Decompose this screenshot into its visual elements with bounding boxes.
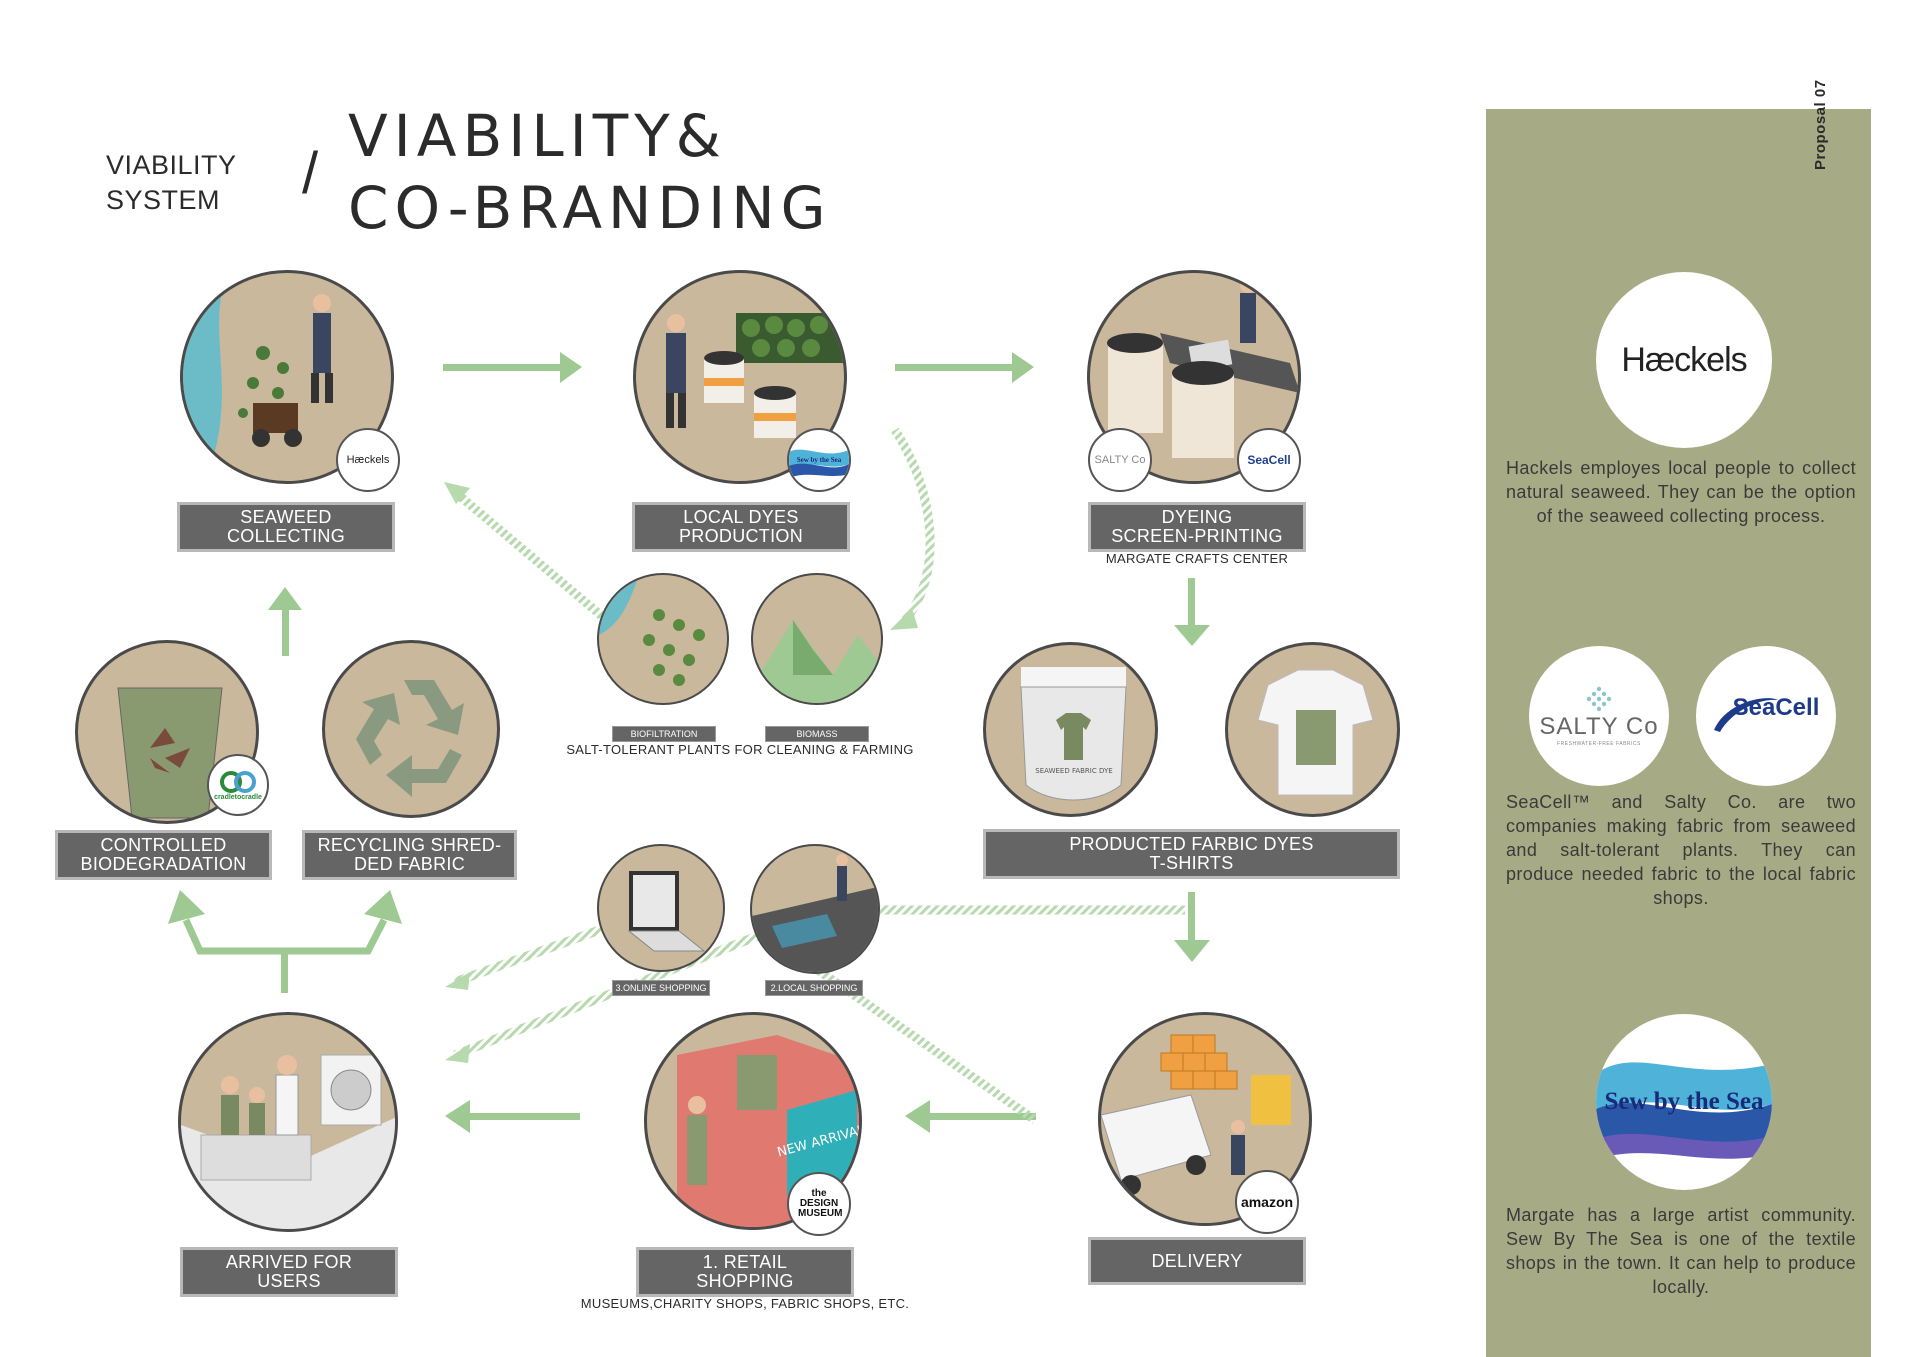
sew-by-the-sea-badge: Sew by the Sea	[787, 428, 851, 492]
arrow-users-split	[168, 890, 402, 993]
tshirt-icon	[1228, 645, 1400, 817]
sew-by-the-sea-logo: Sew by the Sea	[1596, 1014, 1772, 1190]
recycle-icon	[325, 643, 500, 818]
connector-plants-to-collect	[455, 492, 604, 618]
seacell-salty-description: SeaCell™ and Salty Co. are two companies…	[1506, 790, 1856, 910]
arrow-collect-to-dyes	[443, 352, 582, 383]
cradle-loop-icon	[218, 770, 258, 794]
caption-salt-tolerant: SALT-TOLERANT PLANTS FOR CLEANING & FARM…	[560, 742, 920, 757]
proposal-number: Proposal 07	[1812, 60, 1838, 170]
haeckels-description: Hackels employes local people to collect…	[1506, 456, 1856, 528]
label-recycling: RECYCLING SHRED-DED FABRIC	[302, 830, 517, 880]
local-shopping-illustration	[750, 844, 880, 974]
salty-co-logo: SALTY Co FRESHWATER-FREE FABRICS	[1529, 646, 1669, 786]
arrow-product-to-delivery	[1174, 892, 1210, 962]
arrow-controlled-to-collect	[268, 587, 302, 656]
cradle-to-cradle-badge: cradletocradle	[207, 754, 269, 816]
biomass-illustration	[751, 573, 883, 705]
design-museum-badge: the DESIGN MUSEUM	[787, 1172, 851, 1236]
laptop-icon	[599, 846, 725, 972]
caption-margate-crafts: MARGATE CRAFTS CENTER	[1088, 551, 1306, 566]
biofiltration-icon	[599, 575, 729, 705]
label-biomass: BIOMASS	[765, 726, 869, 742]
seacell-badge: SeaCell	[1237, 428, 1301, 492]
recycling-illustration	[322, 640, 500, 818]
car-street-icon	[752, 846, 880, 974]
label-delivery: DELIVERY	[1088, 1237, 1306, 1285]
salty-co-badge: SALTY Co	[1088, 428, 1152, 492]
salty-co-mark-icon	[1585, 685, 1613, 713]
biofiltration-illustration	[597, 573, 729, 705]
fabric-dye-bag-illustration: SEAWEED FABRIC DYE	[983, 642, 1158, 817]
tshirt-illustration	[1225, 642, 1400, 817]
dye-bag-icon: SEAWEED FABRIC DYE	[986, 645, 1158, 817]
seacell-logo: SeaCell	[1696, 646, 1836, 786]
users-illustration	[178, 1012, 398, 1232]
connector-dyes-to-plants	[895, 430, 930, 620]
family-sofa-icon	[181, 1015, 398, 1232]
label-local-shopping: 2.LOCAL SHOPPING	[765, 980, 863, 996]
connector-online-to-users	[455, 928, 605, 982]
sew-by-the-sea-description: Margate has a large artist community. Se…	[1506, 1203, 1856, 1299]
haeckels-logo: Hæckels	[1596, 272, 1772, 448]
arrow-dyeing-to-product	[1174, 578, 1210, 646]
haeckels-badge: Hæckels	[336, 428, 400, 492]
bag-text: SEAWEED FABRIC DYE	[1035, 767, 1112, 775]
label-biofiltration: BIOFILTRATION	[612, 726, 716, 742]
arrow-retail-to-users	[445, 1100, 580, 1133]
hills-icon	[753, 575, 883, 705]
caption-retail: MUSEUMS,CHARITY SHOPS, FABRIC SHOPS, ETC…	[560, 1296, 930, 1311]
online-shopping-illustration	[597, 844, 725, 972]
label-online-shopping: 3.ONLINE SHOPPING	[612, 980, 710, 996]
arrow-dyes-to-dyeing	[895, 352, 1034, 383]
amazon-badge: amazon	[1235, 1170, 1299, 1234]
